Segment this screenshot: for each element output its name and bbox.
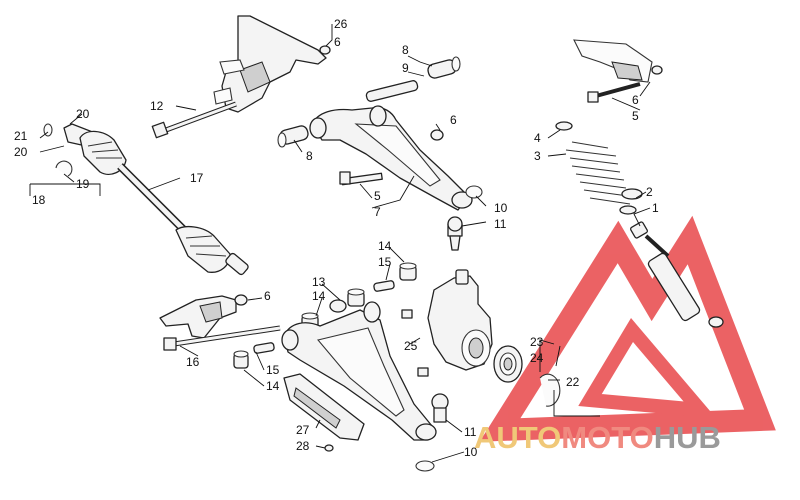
callout-17: 17 xyxy=(190,171,204,185)
wordmark-hub: HUB xyxy=(654,420,721,455)
callout-28: 28 xyxy=(296,439,310,453)
callout-6: 6 xyxy=(334,35,341,49)
callout-labels: 26 6 8 9 12 20 21 20 19 18 17 6 8 5 7 10… xyxy=(14,17,659,459)
callout-20: 20 xyxy=(76,107,90,121)
callout-8: 8 xyxy=(402,43,409,57)
callout-2: 2 xyxy=(646,185,653,199)
callout-10: 10 xyxy=(464,445,478,459)
sleeve-8-lower xyxy=(277,125,309,148)
callout-14: 14 xyxy=(312,289,326,303)
bushing-13 xyxy=(329,299,347,313)
bushing-14-mid xyxy=(347,288,365,307)
bushing-14-upper xyxy=(399,262,417,281)
nut-6-arm xyxy=(430,129,444,141)
nut-6-lower xyxy=(234,294,248,306)
lower-a-arm xyxy=(281,301,437,441)
callout-16: 16 xyxy=(186,355,200,369)
nut-6-right xyxy=(651,65,663,75)
sleeve-9 xyxy=(365,80,419,102)
washer-28 xyxy=(324,444,334,452)
circlip-10-lower xyxy=(415,460,435,472)
callout-14: 14 xyxy=(266,379,280,393)
ball-joint-11-lower xyxy=(431,393,449,423)
shock-mount-bracket xyxy=(573,39,653,83)
callout-11: 11 xyxy=(464,425,477,439)
bushing-15-upper xyxy=(373,280,395,292)
callout-25: 25 xyxy=(404,339,418,353)
automotohub-wordmark: AUTOMOTOHUB xyxy=(474,420,721,455)
bolt-12 xyxy=(151,101,237,139)
callout-21: 21 xyxy=(14,129,28,143)
callout-6: 6 xyxy=(264,289,271,303)
sleeve-8-upper xyxy=(427,56,461,79)
bushing-15-lower xyxy=(253,342,275,354)
skid-plate xyxy=(283,373,365,441)
callout-19: 19 xyxy=(76,177,90,191)
callout-10: 10 xyxy=(494,201,508,215)
snap-ring-22 xyxy=(539,373,561,407)
axle-group-bracket-18 xyxy=(29,183,101,196)
bolt-5-right xyxy=(587,82,641,103)
steering-knuckle xyxy=(401,269,493,377)
callout-23: 23 xyxy=(530,335,544,349)
callout-6: 6 xyxy=(450,113,457,127)
callout-20: 20 xyxy=(14,145,28,159)
callout-4: 4 xyxy=(534,131,541,145)
ball-joint-11-upper xyxy=(447,216,463,251)
callout-15: 15 xyxy=(266,363,280,377)
wordmark-auto: AUTO xyxy=(474,420,561,455)
cv-axle-shaft xyxy=(63,123,249,276)
callout-1: 1 xyxy=(652,201,659,215)
shock-spring xyxy=(555,121,643,215)
callout-11: 11 xyxy=(494,217,507,231)
callout-14: 14 xyxy=(378,239,392,253)
callout-12: 12 xyxy=(150,99,164,113)
circlip-19 xyxy=(55,160,73,177)
callout-13: 13 xyxy=(312,275,326,289)
callout-5: 5 xyxy=(374,189,381,203)
callout-3: 3 xyxy=(534,149,541,163)
wordmark-moto: MOTO xyxy=(561,420,653,455)
callout-8: 8 xyxy=(306,149,313,163)
callout-7: 7 xyxy=(374,205,381,219)
callout-5: 5 xyxy=(632,109,639,123)
nut-6-top xyxy=(319,45,331,55)
svg-text:AUTOMOTOHUB: AUTOMOTOHUB xyxy=(474,420,721,455)
bushing-14-lower xyxy=(233,350,249,369)
upper-a-arm xyxy=(309,105,473,211)
bolt-16 xyxy=(163,325,281,351)
leader-lines xyxy=(39,24,651,463)
callout-9: 9 xyxy=(402,61,409,75)
bolt-5-upper xyxy=(339,171,383,186)
callout-24: 24 xyxy=(530,351,544,365)
callout-15: 15 xyxy=(378,255,392,269)
lower-mount-bracket xyxy=(159,295,237,339)
callout-18: 18 xyxy=(32,193,46,207)
callout-22: 22 xyxy=(566,375,580,389)
callout-27: 27 xyxy=(296,423,310,437)
callout-6: 6 xyxy=(632,93,639,107)
shock-absorber xyxy=(630,221,724,328)
circlip-10-upper xyxy=(465,185,483,199)
wheel-bearing xyxy=(493,345,523,383)
callout-26: 26 xyxy=(334,17,348,31)
upper-mount-bracket xyxy=(213,15,327,113)
